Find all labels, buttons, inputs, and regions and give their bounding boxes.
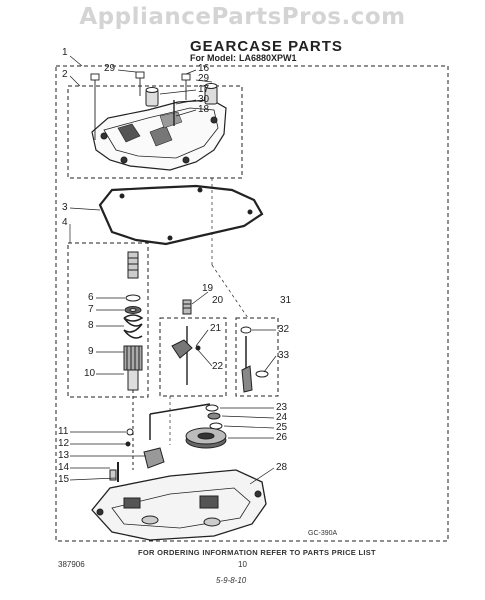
callout-15: 15: [58, 474, 70, 485]
callout-16: 16: [198, 63, 210, 74]
callout-7: 7: [88, 304, 94, 315]
drive-gear-parts: [149, 403, 227, 449]
gasket: [98, 184, 264, 246]
callout-25: 25: [276, 422, 288, 433]
diagram-title: GEARCASE PARTS: [190, 38, 343, 55]
callout-22: 22: [212, 361, 224, 372]
callout-12: 12: [58, 438, 70, 449]
gearcase-cover: [91, 99, 227, 171]
figure-code: GC-390A: [308, 530, 338, 537]
callout-31: 31: [280, 295, 292, 306]
callout-23: 23: [276, 402, 288, 413]
page-number: 10: [238, 560, 247, 569]
callout-33: 33: [278, 350, 290, 361]
pinion-parts: [240, 326, 269, 393]
callout-19: 19: [202, 283, 214, 294]
callout-8: 8: [88, 320, 94, 331]
callout-29b: 29: [198, 73, 210, 84]
callout-9: 9: [88, 346, 94, 357]
agitator-shaft-group-box: [67, 242, 149, 398]
callout-11: 11: [58, 426, 69, 437]
callout-2: 2: [62, 69, 68, 80]
callout-20: 20: [212, 295, 224, 306]
model-number: LA6880XPW1: [239, 53, 297, 63]
callout-6: 6: [88, 292, 94, 303]
outer-frame: [55, 65, 449, 542]
cover-bushings: [145, 83, 218, 107]
callout-28: 28: [276, 462, 288, 473]
lower-small-parts: [109, 428, 165, 482]
cover-screws: [90, 71, 191, 140]
agitator-shaft-parts: [123, 251, 144, 391]
ordering-info-footer: FOR ORDERING INFORMATION REFER TO PARTS …: [138, 548, 376, 557]
watermark: AppliancePartsPros.com: [79, 4, 406, 30]
callout-21: 21: [210, 323, 222, 334]
pinion-group-box: [235, 317, 279, 397]
document-number: 387906: [58, 560, 85, 569]
callout-4: 4: [62, 217, 68, 228]
model-prefix: For Model:: [190, 53, 236, 63]
cover-group-box: [67, 85, 243, 179]
model-line: For Model:LA6880XPW1: [190, 53, 297, 63]
handwritten-note: 5-9-8-10: [216, 576, 247, 585]
callout-14: 14: [58, 462, 70, 473]
callout-17: 17: [198, 84, 210, 95]
callout-3: 3: [62, 202, 68, 213]
leader-lines: [169, 178, 249, 445]
callout-1: 1: [62, 47, 68, 58]
gearcase-housing: [91, 469, 267, 541]
brake-parts: [171, 299, 201, 385]
callout-10: 10: [84, 368, 96, 379]
callout-26: 26: [276, 432, 288, 443]
callout-18: 18: [198, 104, 210, 115]
callout-29a: 29: [104, 63, 116, 74]
callout-24: 24: [276, 412, 288, 423]
callout-32: 32: [278, 324, 290, 335]
brake-group-box: [159, 317, 227, 397]
callout-13: 13: [58, 450, 70, 461]
callout-30: 30: [198, 94, 210, 105]
callout-leaders: [69, 55, 277, 485]
